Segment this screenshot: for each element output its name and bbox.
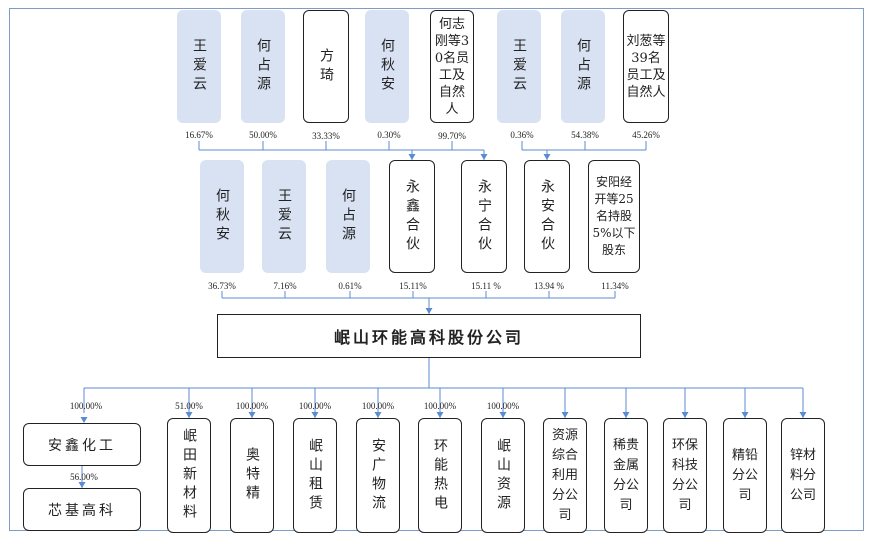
subsidiary-12: 锌材料分公司 — [781, 418, 825, 533]
shareholder-3: 何占源 — [326, 160, 370, 273]
shareholder-4-name: 永鑫合伙 — [404, 178, 421, 255]
top-pct-6: 0.36% — [510, 130, 534, 140]
mid-pct-1: 36.73% — [208, 281, 236, 291]
subsidiary-10-name: 环保科技分公司 — [671, 437, 698, 513]
subsidiary-8: 资源综合利用分公司 — [543, 418, 587, 533]
top-shareholder-1: 王爱云 — [177, 10, 221, 123]
top-shareholder-5-name: 何志刚等30名员工及自然人 — [434, 16, 470, 117]
yongxin-arrow — [408, 154, 416, 160]
mid-pct-4: 15.11% — [399, 281, 427, 291]
subsidiary-3-name: 奥特精 — [244, 447, 261, 504]
mid-pct-7: 11.34% — [601, 281, 629, 291]
shareholder-4: 永鑫合伙 — [389, 160, 435, 273]
sub-sub-arrow — [78, 482, 86, 488]
subsidiary-11-name: 精铅分公司 — [731, 447, 758, 503]
branch-arrow — [741, 412, 749, 418]
shareholder-2: 王爱云 — [262, 160, 306, 273]
top-pct-2: 50.00% — [249, 130, 277, 140]
subsidiary-5-name: 安广物流 — [370, 437, 387, 514]
subsidiary-2: 岷田新材料 — [167, 418, 211, 533]
top-shareholder-8-name: 刘葱等39名员工及自然人 — [626, 33, 666, 100]
subsidiary-4-name: 岷山租赁 — [307, 437, 324, 514]
subsidiary-10: 环保科技分公司 — [663, 418, 707, 533]
subsidiary-1-name: 安鑫化工 — [48, 437, 116, 454]
sub-pct-5: 100.00% — [361, 401, 395, 411]
sub-subsidiary-name: 芯基高科 — [48, 502, 116, 519]
sub-arrow — [185, 412, 193, 418]
top-pct-1: 16.67% — [185, 130, 213, 140]
top-shareholder-7-name: 何占源 — [575, 38, 592, 95]
company-arrow — [425, 308, 433, 314]
branch-arrow — [561, 412, 569, 418]
top-shareholder-4: 何秋安 — [365, 10, 409, 123]
top-pct-3: 33.33% — [312, 131, 340, 141]
shareholder-7-name: 安阳经开等25名持股5%以下股东 — [592, 175, 636, 257]
top-pct-8: 45.26% — [632, 130, 660, 140]
subsidiary-9-name: 稀贵金属分公司 — [612, 437, 639, 513]
sub-subsidiary: 芯基高科 — [23, 488, 141, 531]
sub-arrow — [248, 412, 256, 418]
main-company: 岷山环能高科股份公司 — [217, 314, 641, 358]
subsidiary-6: 环能热电 — [418, 418, 462, 533]
shareholder-6: 永安合伙 — [524, 160, 570, 273]
top-pct-5: 99.70% — [438, 131, 466, 141]
mid-pct-3: 0.61% — [338, 281, 362, 291]
top-shareholder-8: 刘葱等39名员工及自然人 — [623, 10, 669, 123]
sub-pct-2: 51.00% — [175, 401, 203, 411]
subsidiary-11: 精铅分公司 — [723, 418, 767, 533]
mid-pct-6: 13.94 % — [534, 281, 564, 291]
subsidiary-7-name: 岷山资源 — [495, 437, 512, 514]
sub-pct-1: 100.00% — [69, 401, 103, 411]
top-pct-7: 54.38% — [571, 130, 599, 140]
subsidiary-3: 奥特精 — [230, 418, 274, 533]
sub-arrow — [499, 412, 507, 418]
subsidiary-4: 岷山租赁 — [293, 418, 337, 533]
subsidiary-5: 安广物流 — [356, 418, 400, 533]
mid-pct-2: 7.16% — [273, 281, 297, 291]
top-shareholder-4-name: 何秋安 — [379, 38, 396, 95]
top-shareholder-2: 何占源 — [241, 10, 285, 123]
branch-arrow — [681, 412, 689, 418]
shareholder-1-name: 何秋安 — [214, 188, 231, 245]
sub-arrow-1 — [80, 417, 88, 423]
shareholder-2-name: 王爱云 — [276, 188, 293, 245]
sub-sub-pct: 56.00% — [70, 472, 98, 482]
subsidiary-2-name: 岷田新材料 — [181, 428, 198, 523]
top-shareholder-5: 何志刚等30名员工及自然人 — [430, 10, 474, 123]
shareholder-1: 何秋安 — [200, 160, 244, 273]
top-pct-4: 0.30% — [377, 130, 401, 140]
top-shareholder-6: 王爱云 — [497, 10, 541, 123]
top-shareholder-1-name: 王爱云 — [191, 38, 208, 95]
shareholder-7: 安阳经开等25名持股5%以下股东 — [588, 160, 640, 273]
shareholder-5-name: 永宁合伙 — [476, 178, 493, 255]
sub-pct-3: 100.00% — [235, 401, 269, 411]
top-shareholder-2-name: 何占源 — [255, 38, 272, 95]
subsidiary-8-name: 资源综合利用分公司 — [551, 427, 578, 523]
subsidiary-6-name: 环能热电 — [432, 437, 449, 514]
yongning-arrow — [480, 154, 488, 160]
mid-pct-5: 15.11 % — [471, 281, 501, 291]
branch-arrow — [622, 412, 630, 418]
sub-arrow — [374, 412, 382, 418]
top-shareholder-7: 何占源 — [561, 10, 605, 123]
sub-pct-4: 100.00% — [298, 401, 332, 411]
branch-arrow — [799, 412, 807, 418]
top-shareholder-3-name: 方琦 — [318, 47, 335, 86]
sub-pct-7: 100.00% — [486, 401, 520, 411]
top-shareholder-6-name: 王爱云 — [511, 38, 528, 95]
subsidiary-9: 稀贵金属分公司 — [604, 418, 648, 533]
subsidiary-1: 安鑫化工 — [23, 423, 141, 466]
shareholder-5: 永宁合伙 — [461, 160, 507, 273]
subsidiary-7: 岷山资源 — [481, 418, 525, 533]
sub-arrow — [436, 412, 444, 418]
main-company-name: 岷山环能高科股份公司 — [333, 328, 524, 347]
shareholder-3-name: 何占源 — [340, 188, 357, 245]
shareholder-6-name: 永安合伙 — [539, 178, 556, 255]
sub-arrow — [311, 412, 319, 418]
yongan-arrow — [543, 154, 551, 160]
subsidiary-12-name: 锌材料分公司 — [789, 447, 816, 503]
sub-pct-6: 100.00% — [423, 401, 457, 411]
top-shareholder-3: 方琦 — [303, 10, 349, 123]
